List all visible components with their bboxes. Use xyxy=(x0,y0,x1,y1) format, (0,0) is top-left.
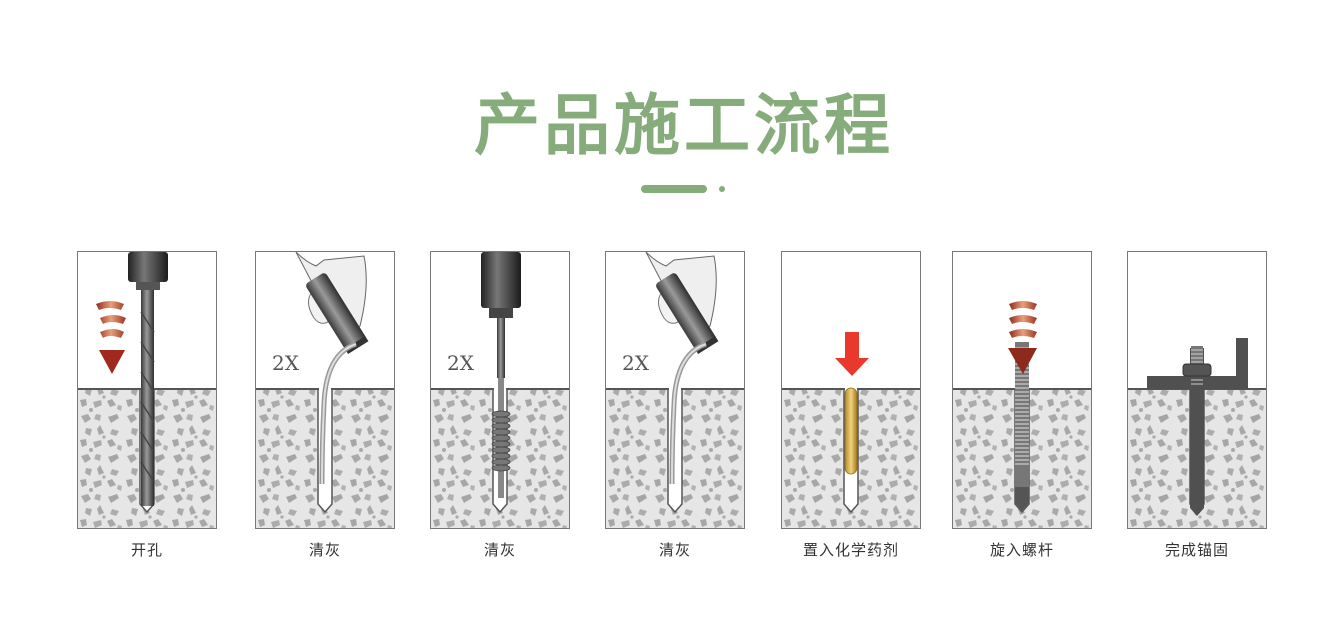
step-7-anchoring-complete: 完成锚固 xyxy=(1127,251,1267,559)
step-label: 开孔 xyxy=(130,541,163,559)
step-label: 旋入螺杆 xyxy=(989,541,1054,559)
step-4-clean-dust: 2X 清灰 xyxy=(605,251,745,559)
blower-pump-icon: 2X xyxy=(256,252,394,528)
step-panel xyxy=(1127,251,1267,529)
chemical-capsule-icon xyxy=(782,332,920,528)
page-title: 产品施工流程 xyxy=(474,87,894,164)
underline-dot xyxy=(719,186,725,192)
svg-text:2X: 2X xyxy=(622,351,650,375)
step-label: 清灰 xyxy=(308,541,341,559)
step-panel xyxy=(952,251,1092,529)
step-panel xyxy=(77,251,217,529)
step-panel xyxy=(781,251,921,529)
step-6-screw-in-rod: 旋入螺杆 xyxy=(952,251,1092,559)
blower-pump-icon: 2X xyxy=(606,252,744,528)
svg-text:2X: 2X xyxy=(272,351,300,375)
step-label: 清灰 xyxy=(483,541,516,559)
step-panel: 2X xyxy=(605,251,745,529)
step-panel: 2X xyxy=(430,251,570,529)
svg-text:2X: 2X xyxy=(447,351,475,375)
threaded-rod-icon xyxy=(953,301,1091,528)
brush-drill-icon: 2X xyxy=(431,252,569,528)
step-1-drill-hole: 开孔 xyxy=(77,251,217,559)
step-2-clean-dust: 2X 清灰 xyxy=(255,251,395,559)
step-label: 置入化学药剂 xyxy=(802,541,899,559)
step-label: 清灰 xyxy=(658,541,691,559)
drill-icon xyxy=(78,252,216,528)
step-label: 完成锚固 xyxy=(1164,541,1229,559)
underline-bar xyxy=(641,185,707,193)
anchored-bolt-icon xyxy=(1128,338,1266,528)
step-panel: 2X xyxy=(255,251,395,529)
step-5-insert-chemical: 置入化学药剂 xyxy=(781,251,921,559)
step-3-brush-clean: 2X 清灰 xyxy=(430,251,570,559)
